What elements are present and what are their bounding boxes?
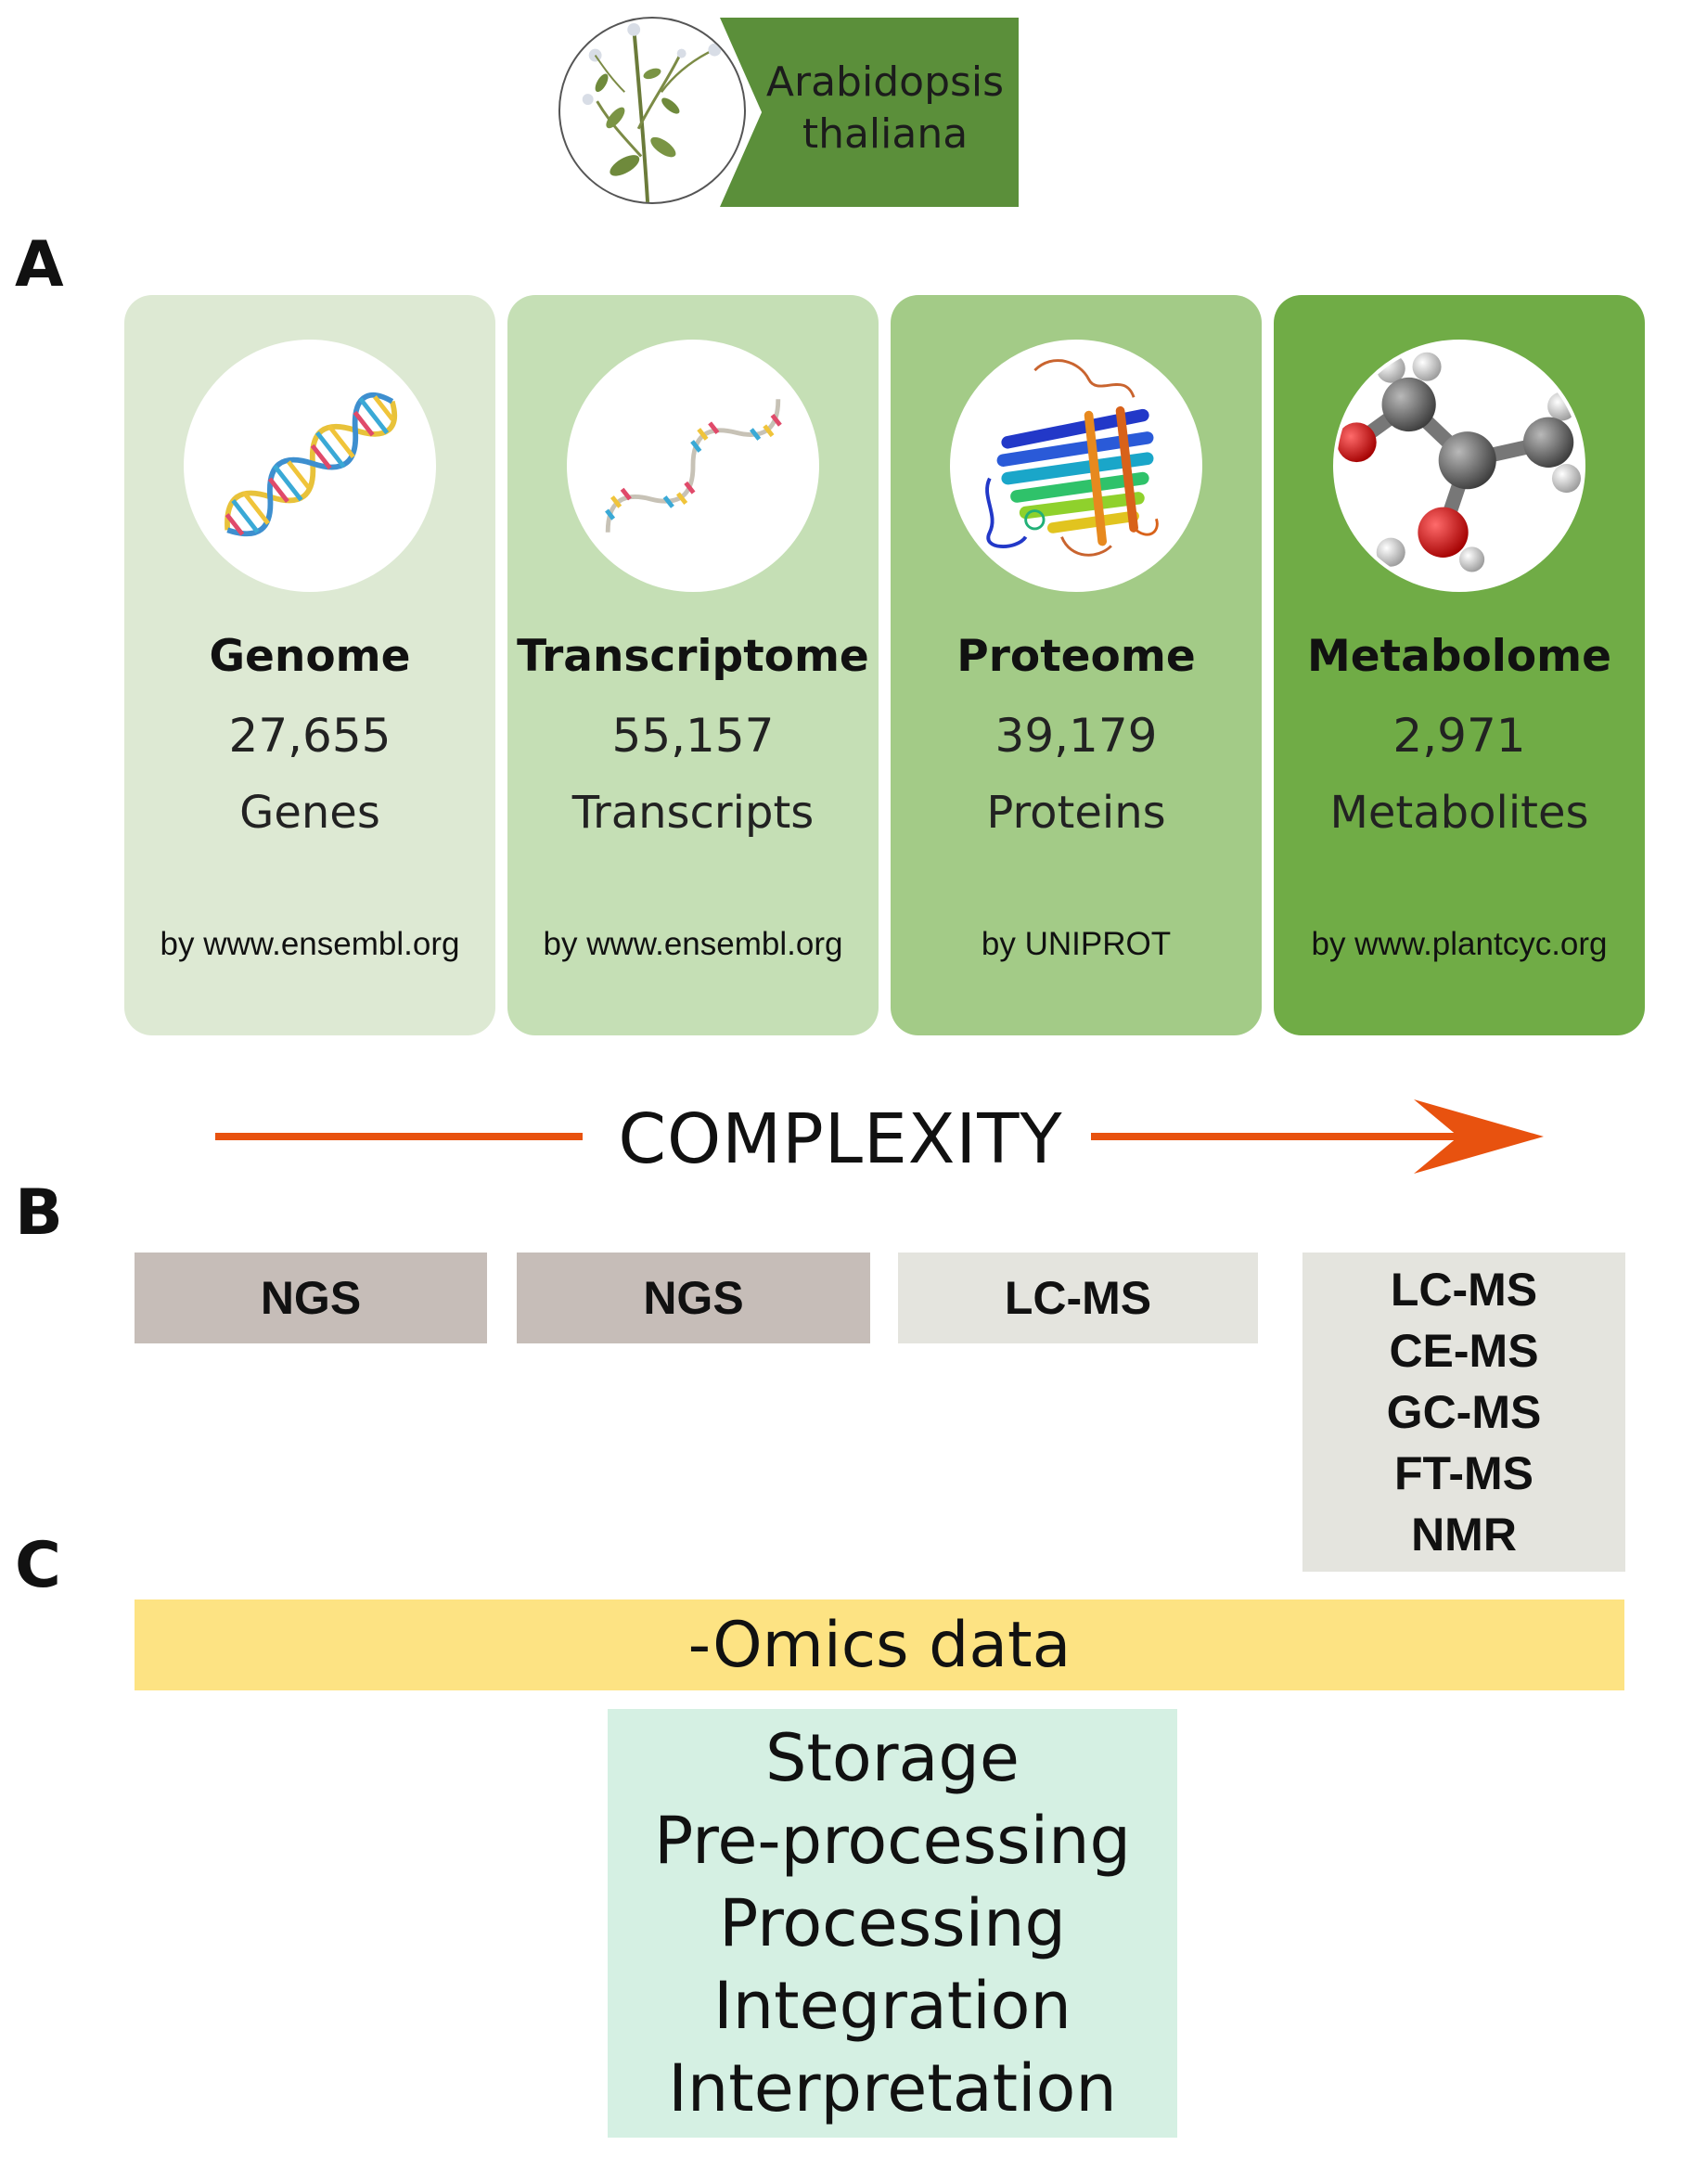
tech-label: NGS — [643, 1272, 744, 1324]
tech-box-proteome: LC-MS — [898, 1253, 1258, 1343]
tech-box-genome: NGS — [135, 1253, 487, 1343]
tech-label: LC-MS — [1390, 1264, 1538, 1316]
rna-strand-icon — [567, 340, 819, 592]
tech-label: NMR — [1411, 1509, 1517, 1561]
tech-label: CE-MS — [1389, 1325, 1539, 1377]
card-title: Genome — [209, 631, 411, 682]
section-label-a: A — [15, 228, 64, 302]
card-title: Proteome — [956, 631, 1196, 682]
card-count: 39,179 — [994, 709, 1158, 763]
card-title: Transcriptome — [517, 631, 869, 682]
tech-label: FT-MS — [1394, 1447, 1533, 1499]
arrow-head-icon — [1414, 1099, 1544, 1174]
card-unit: Metabolites — [1329, 787, 1589, 839]
card-transcriptome: Transcriptome 55,157 Transcripts by www.… — [507, 295, 879, 1035]
workflow-step: Storage — [765, 1719, 1020, 1796]
card-genome: Genome 27,655 Genes by www.ensembl.org — [124, 295, 495, 1035]
card-metabolome: Metabolome 2,971 Metabolites by www.plan… — [1274, 295, 1645, 1035]
tech-box-transcriptome: NGS — [517, 1253, 870, 1343]
card-unit: Transcripts — [571, 787, 815, 839]
workflow-box: Storage Pre-processing Processing Integr… — [608, 1709, 1177, 2138]
species-name: Arabidopsis thaliana — [748, 57, 1022, 161]
section-label-b: B — [15, 1176, 63, 1250]
card-unit: Genes — [239, 787, 380, 839]
tech-label: GC-MS — [1386, 1386, 1542, 1438]
protein-structure-icon — [950, 340, 1202, 592]
card-source: by www.ensembl.org — [543, 926, 843, 962]
omics-data-bar: -Omics data — [135, 1599, 1624, 1690]
species-name-line1: Arabidopsis — [765, 58, 1005, 106]
species-badge: Arabidopsis thaliana — [555, 15, 1030, 210]
tech-box-metabolome: LC-MS CE-MS GC-MS FT-MS NMR — [1302, 1253, 1625, 1572]
species-flag — [720, 18, 1019, 207]
complexity-label: COMPLEXITY — [618, 1099, 1063, 1179]
molecule-icon — [1333, 340, 1585, 592]
tech-label: NGS — [260, 1272, 362, 1324]
card-source: by www.plantcyc.org — [1311, 926, 1608, 962]
card-source: by www.ensembl.org — [160, 926, 460, 962]
workflow-step: Integration — [713, 1967, 1071, 2044]
workflow-step: Processing — [719, 1884, 1066, 1961]
card-proteome: Proteome 39,179 Proteins by UNIPROT — [891, 295, 1262, 1035]
workflow-step: Pre-processing — [654, 1802, 1131, 1879]
workflow-step: Interpretation — [668, 2049, 1117, 2126]
tech-label: LC-MS — [1004, 1272, 1152, 1324]
card-title: Metabolome — [1306, 631, 1611, 682]
dna-double-helix-icon — [184, 340, 436, 592]
omics-data-label: -Omics data — [687, 1608, 1071, 1682]
card-source: by UNIPROT — [981, 926, 1172, 962]
species-name-line2: thaliana — [802, 110, 969, 158]
section-label-c: C — [15, 1529, 61, 1602]
card-unit: Proteins — [986, 787, 1166, 839]
card-count: 27,655 — [228, 709, 391, 763]
plant-illustration-icon — [558, 17, 746, 204]
card-count: 55,157 — [611, 709, 775, 763]
complexity-arrow — [215, 1099, 1544, 1174]
card-count: 2,971 — [1392, 709, 1526, 763]
